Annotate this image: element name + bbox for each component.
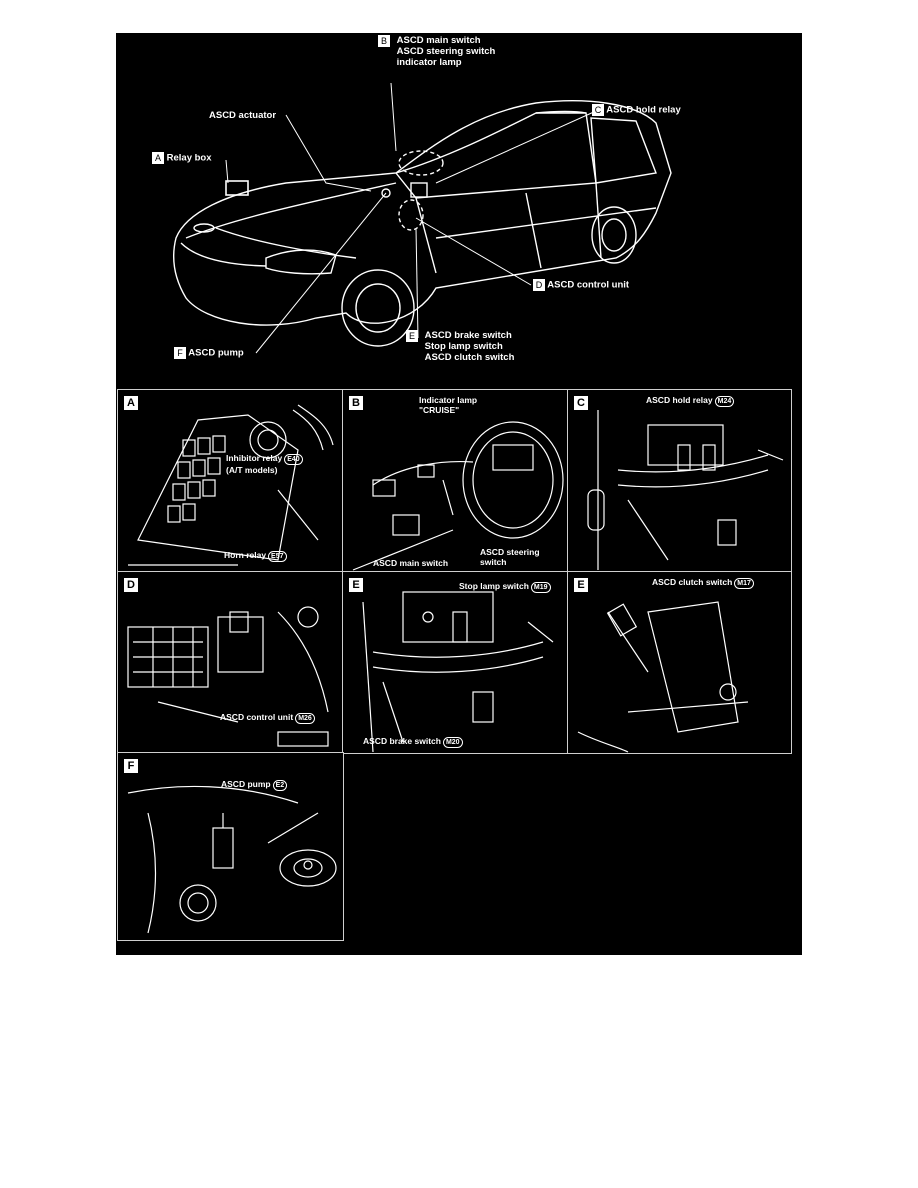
steering-switch-text: ASCD steering <box>480 547 540 557</box>
brake-switch-connector-badge: M20 <box>443 737 463 748</box>
callout-e-line2: Stop lamp switch <box>425 341 515 352</box>
panel-b-main-switch-label: ASCD main switch <box>373 558 448 568</box>
callout-c-text: ASCD hold relay <box>606 105 680 116</box>
callout-b-line3: indicator lamp <box>397 57 496 68</box>
pump-text: ASCD pump <box>221 779 271 789</box>
diagram-plate: B ASCD main switch ASCD steering switch … <box>116 33 802 955</box>
steering-switch-text-2: switch <box>480 557 540 567</box>
hold-relay-connector-badge: M24 <box>715 396 735 407</box>
indicator-lamp-text: Indicator lamp <box>419 395 477 405</box>
panel-a-letter: A <box>124 396 138 410</box>
panel-d-letter: D <box>124 578 138 592</box>
stop-lamp-connector-badge: M19 <box>531 582 551 593</box>
clutch-switch-text: ASCD clutch switch <box>652 577 732 587</box>
panel-c-illustration <box>568 390 792 573</box>
callout-c-letter: C <box>592 104 604 116</box>
main-switch-text: ASCD main switch <box>373 558 448 568</box>
horn-relay-text: Horn relay <box>224 550 266 560</box>
callout-c: C ASCD hold relay <box>592 104 681 116</box>
callout-e-letter: E <box>406 330 418 342</box>
control-unit-connector-badge: M26 <box>295 713 315 724</box>
indicator-lamp-cruise-text: "CRUISE" <box>419 405 477 415</box>
panel-e-illustration <box>343 572 569 754</box>
panel-e1-letter: E <box>349 578 363 592</box>
horn-connector-badge: E57 <box>268 551 286 562</box>
callout-b-letter: B <box>378 35 390 47</box>
panel-c-letter: C <box>574 396 588 410</box>
panel-b-dashboard: B Indicator lamp "CRUISE" ASCD main swit… <box>342 389 569 573</box>
inhibitor-connector-badge: E40 <box>284 454 302 465</box>
callout-d-text: ASCD control unit <box>547 280 629 291</box>
callout-d-letter: D <box>533 279 545 291</box>
panel-e2-letter: E <box>574 578 588 592</box>
callout-actuator: ASCD actuator <box>209 110 276 121</box>
hold-relay-text: ASCD hold relay <box>646 395 713 405</box>
inhibitor-relay-text: Inhibitor relay <box>226 453 282 463</box>
panel-b-indicator-label: Indicator lamp "CRUISE" <box>419 395 477 415</box>
panel-f-letter: F <box>124 759 138 773</box>
panel-b-steering-label: ASCD steering switch <box>480 547 540 567</box>
panel-e2-illustration <box>568 572 792 754</box>
clutch-switch-connector-badge: M17 <box>734 578 754 589</box>
callout-f: F ASCD pump <box>174 347 244 359</box>
panel-b-illustration <box>343 390 569 573</box>
callout-a-text: Relay box <box>167 153 212 164</box>
inhibitor-note: (A/T models) <box>226 465 303 475</box>
panel-d-illustration <box>118 572 344 754</box>
stop-lamp-switch-text: Stop lamp switch <box>459 581 529 591</box>
pump-connector-badge: E2 <box>273 780 288 791</box>
panel-a-illustration <box>118 390 344 573</box>
callout-f-letter: F <box>174 347 186 359</box>
control-unit-text: ASCD control unit <box>220 712 293 722</box>
callout-actuator-text: ASCD actuator <box>209 110 276 121</box>
callout-e-line3: ASCD clutch switch <box>425 352 515 363</box>
callout-f-text: ASCD pump <box>188 348 243 359</box>
callout-d: D ASCD control unit <box>533 279 629 291</box>
callout-b: B ASCD main switch ASCD steering switch … <box>378 35 495 68</box>
callout-a: A Relay box <box>152 152 212 164</box>
brake-switch-text: ASCD brake switch <box>363 736 441 746</box>
callout-b-line2: ASCD steering switch <box>397 46 496 57</box>
callout-a-letter: A <box>152 152 164 164</box>
callout-b-line1: ASCD main switch <box>397 35 496 46</box>
callout-e: E ASCD brake switch Stop lamp switch ASC… <box>406 330 514 363</box>
panel-b-letter: B <box>349 396 363 410</box>
callout-e-line1: ASCD brake switch <box>425 330 515 341</box>
